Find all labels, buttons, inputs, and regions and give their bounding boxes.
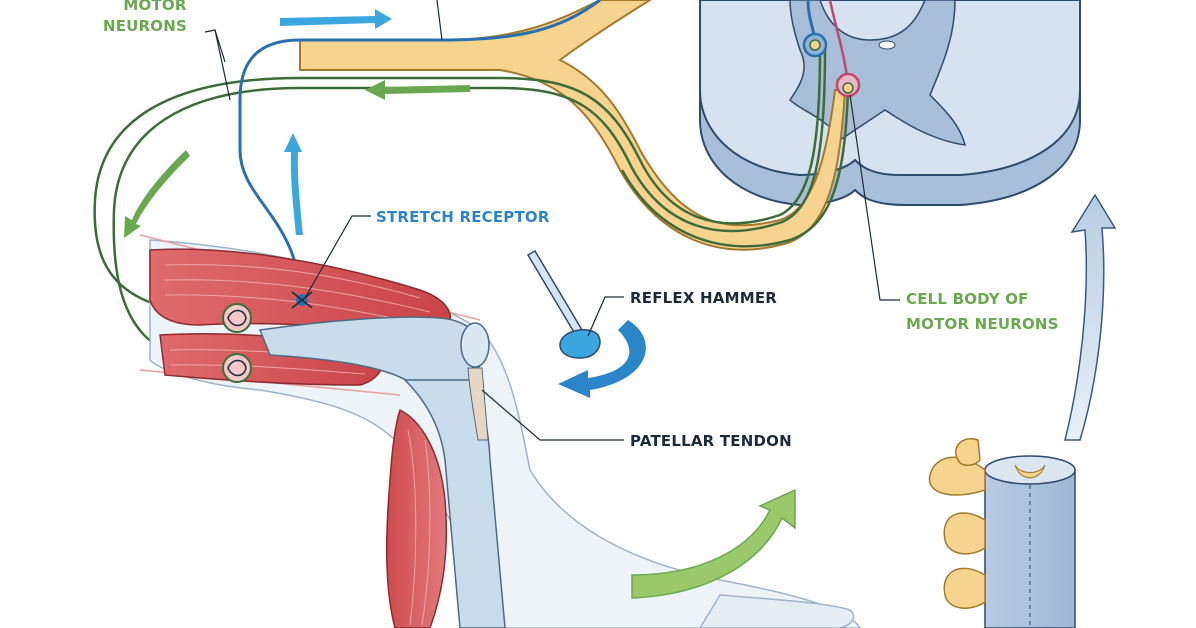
return-to-cord-arrow xyxy=(1064,193,1117,441)
patellar-tendon-label: PATELLAR TENDON xyxy=(630,432,792,450)
labels: MOTOR NEURONS STRETCH RECEPTOR REFLEX HA… xyxy=(103,0,1059,450)
cell-body-label-line1: CELL BODY OF xyxy=(906,290,1029,308)
foot xyxy=(699,594,855,628)
stretch-receptor-label: STRETCH RECEPTOR xyxy=(376,208,550,226)
knee-bones xyxy=(258,316,506,628)
calf-muscle xyxy=(385,408,448,628)
motor-neurons-label-line1: MOTOR xyxy=(123,0,186,14)
spinal-column xyxy=(928,438,1076,628)
neuromuscular-junction-upper xyxy=(222,303,252,333)
motor-neuron-paths xyxy=(93,49,850,370)
patellar-tendon-shape xyxy=(467,367,489,441)
reflex-hammer xyxy=(526,249,601,359)
leg-kick-arrow xyxy=(631,488,796,599)
motor-neurons-label-line2: NEURONS xyxy=(103,17,187,35)
reflex-hammer-label: REFLEX HAMMER xyxy=(630,289,777,307)
patella xyxy=(460,322,490,368)
neuromuscular-junction-lower xyxy=(222,353,252,383)
efferent-arrow-left xyxy=(124,150,190,238)
leader-lines xyxy=(204,0,900,441)
hammer-strike-arrow xyxy=(558,320,646,398)
afferent-arrow-top xyxy=(280,9,392,29)
spinal-cord-section xyxy=(699,0,1081,207)
efferent-arrow-top xyxy=(365,80,470,100)
motor-neuron-cell-body xyxy=(835,72,861,98)
central-canal xyxy=(878,40,896,50)
afferent-arrow-up xyxy=(284,133,303,235)
sensory-neuron-synapse xyxy=(802,32,828,58)
cell-body-label-line2: MOTOR NEURONS xyxy=(906,315,1059,333)
